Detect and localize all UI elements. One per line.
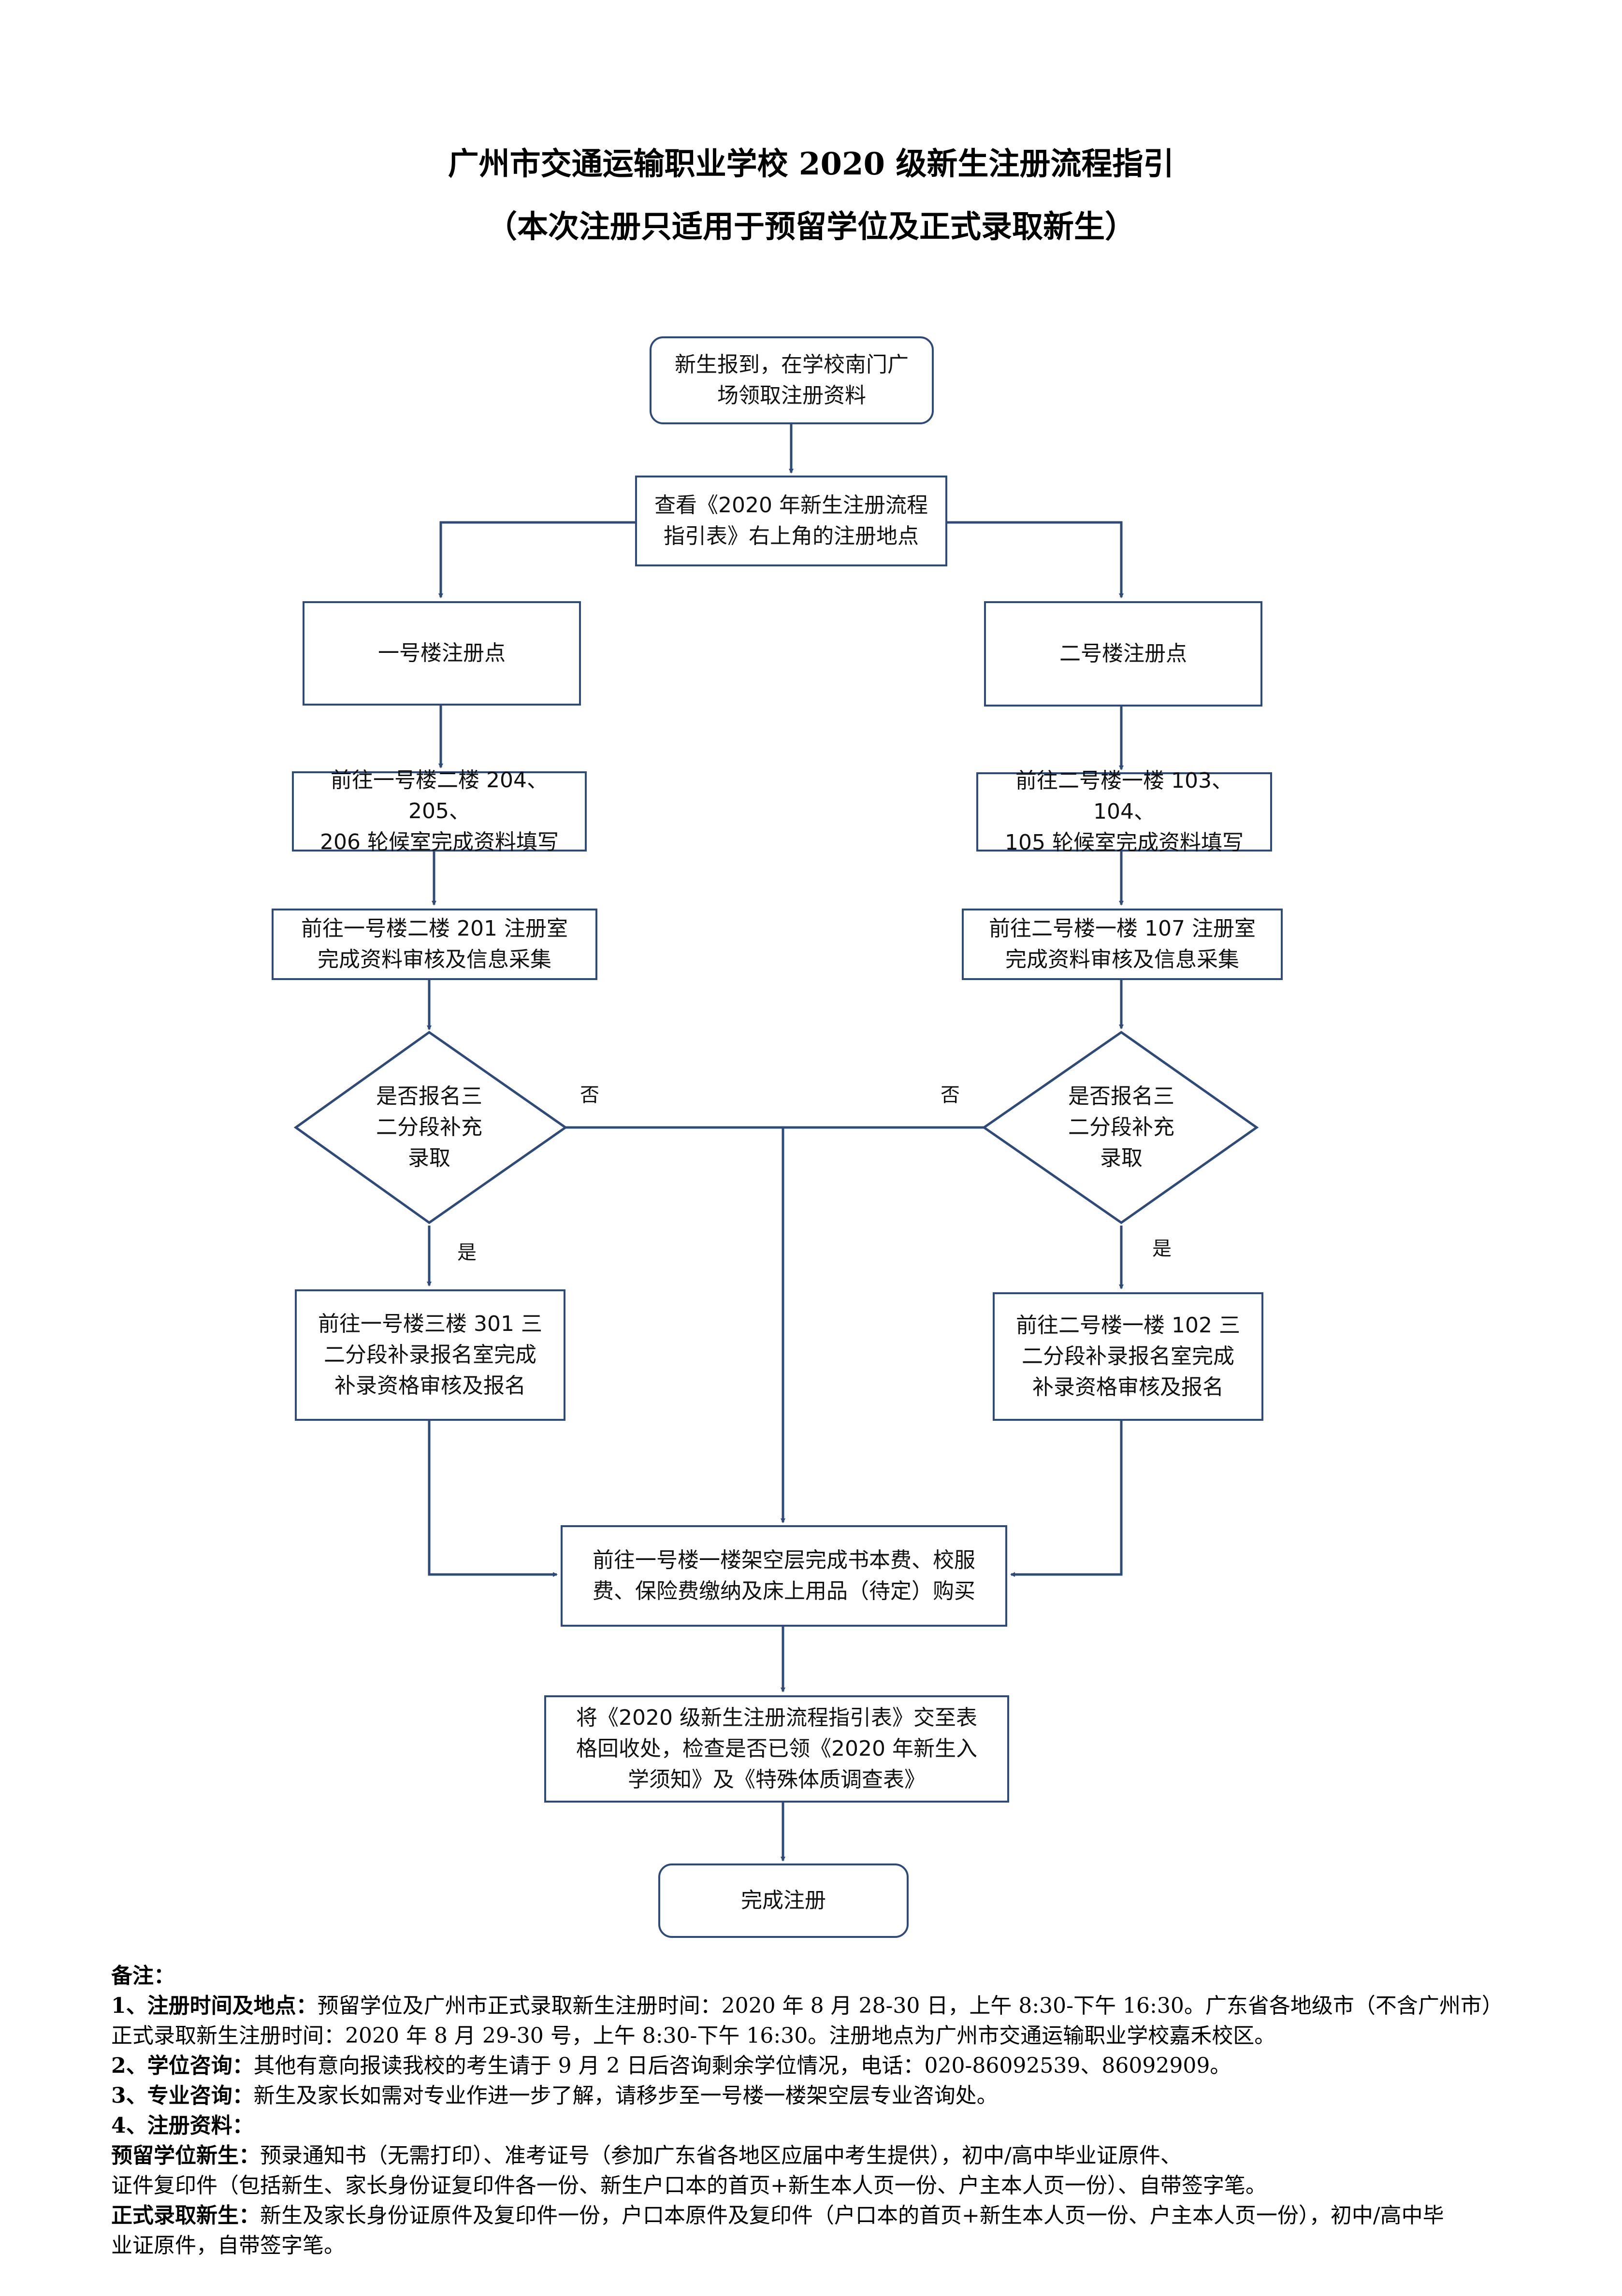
edge-check-to-building2: [947, 521, 1124, 598]
edge-b1supp-to-payment: [428, 1421, 558, 1577]
note-formal: 正式录取新生：新生及家长身份证原件及复印件一份，户口本原件及复印件（户口本的首页…: [111, 2201, 1590, 2231]
label-yes-right: 是: [1152, 1238, 1172, 1260]
decision-diamond-right: [982, 1030, 1259, 1225]
note-formal-label: 正式录取新生：: [111, 2203, 260, 2228]
edge-b2supp-to-payment: [1010, 1421, 1123, 1577]
note-reserved-label: 预留学位新生：: [111, 2143, 260, 2168]
node-hand-in: 将《2020 级新生注册流程指引表》交至表 格回收处，检查是否已领《2020 年…: [544, 1695, 1009, 1803]
node-finish: 完成注册: [658, 1863, 909, 1938]
note-item-4-label: 4、注册资料：: [111, 2113, 254, 2138]
notes-heading: 备注：: [111, 1964, 175, 1988]
decision-left-text: 是否报名三 二分段补充 录取: [376, 1084, 482, 1170]
note-reserved-line1: 预录通知书（无需打印）、准考证号（参加广东省各地区应届中考生提供），初中/高中毕…: [260, 2143, 1182, 2168]
note-item-3: 3、专业咨询：新生及家长如需对专业作进一步了解，请移步至一号楼一楼架空层专业咨询…: [111, 2081, 1590, 2111]
node-b1-fill-form: 前往一号楼二楼 204、205、 206 轮候室完成资料填写: [292, 768, 587, 854]
note-item-1: 1、注册时间及地点：预留学位及广州市正式录取新生注册时间：2020 年 8 月 …: [111, 1991, 1590, 2021]
label-no-left: 否: [580, 1084, 599, 1106]
note-reserved-line2: 证件复印件（包括新生、家长身份证复印件各一份、新生户口本的首页+新生本人页一份、…: [111, 2173, 1267, 2198]
decision-diamond-left: [293, 1030, 568, 1225]
node-building2: 二号楼注册点: [984, 601, 1262, 707]
decision-right-text: 是否报名三 二分段补充 录取: [1068, 1084, 1174, 1170]
node-building1: 一号楼注册点: [303, 601, 581, 706]
node-check-form: 查看《2020 年新生注册流程 指引表》右上角的注册地点: [635, 476, 947, 566]
node-b2-review: 前往二号楼一楼 107 注册室 完成资料审核及信息采集: [962, 909, 1283, 980]
node-payment: 前往一号楼一楼架空层完成书本费、校服 费、保险费缴纳及床上用品（待定）购买: [561, 1525, 1007, 1627]
page-title: 广州市交通运输职业学校 2020 级新生注册流程指引: [448, 146, 1174, 182]
node-start: 新生报到，在学校南门广 场领取注册资料: [650, 336, 934, 424]
note-formal-line1: 新生及家长身份证原件及复印件一份，户口本原件及复印件（户口本的首页+新生本人页一…: [260, 2203, 1444, 2228]
note-item-1-line1: 预留学位及广州市正式录取新生注册时间：2020 年 8 月 28-30 日，上午…: [317, 1993, 1503, 2018]
node-b1-review: 前往一号楼二楼 201 注册室 完成资料审核及信息采集: [272, 909, 597, 980]
edge-check-to-building1: [438, 521, 635, 598]
notes-section: 备注： 1、注册时间及地点：预留学位及广州市正式录取新生注册时间：2020 年 …: [111, 1961, 1590, 2261]
note-item-2: 2、学位咨询：其他有意向报读我校的考生请于 9 月 2 日后咨询剩余学位情况，电…: [111, 2051, 1590, 2081]
note-item-3-text: 新生及家长如需对专业作进一步了解，请移步至一号楼一楼架空层专业咨询处。: [253, 2083, 998, 2108]
page-subtitle: （本次注册只适用于预留学位及正式录取新生）: [486, 209, 1136, 245]
note-item-1-label: 1、注册时间及地点：: [111, 1993, 318, 2018]
node-b2-fill-form: 前往二号楼一楼 103、104、 105 轮候室完成资料填写: [976, 768, 1272, 855]
label-yes-left: 是: [457, 1242, 477, 1264]
note-item-2-label: 2、学位咨询：: [111, 2053, 254, 2078]
note-item-2-text: 其他有意向报读我校的考生请于 9 月 2 日后咨询剩余学位情况，电话：020-8…: [253, 2053, 1231, 2078]
node-b2-supplement: 前往二号楼一楼 102 三 二分段补录报名室完成 补录资格审核及报名: [993, 1292, 1263, 1421]
note-item-3-label: 3、专业咨询：: [111, 2083, 254, 2108]
note-reserved: 预留学位新生：预录通知书（无需打印）、准考证号（参加广东省各地区应届中考生提供）…: [111, 2141, 1590, 2171]
note-formal-line2: 业证原件，自带签字笔。: [111, 2233, 345, 2258]
node-b1-supplement: 前往一号楼三楼 301 三 二分段补录报名室完成 补录资格审核及报名: [295, 1289, 565, 1421]
label-no-right: 否: [941, 1084, 960, 1106]
note-item-1-line2: 正式录取新生注册时间：2020 年 8 月 29-30 号，上午 8:30-下午…: [111, 2023, 1276, 2048]
